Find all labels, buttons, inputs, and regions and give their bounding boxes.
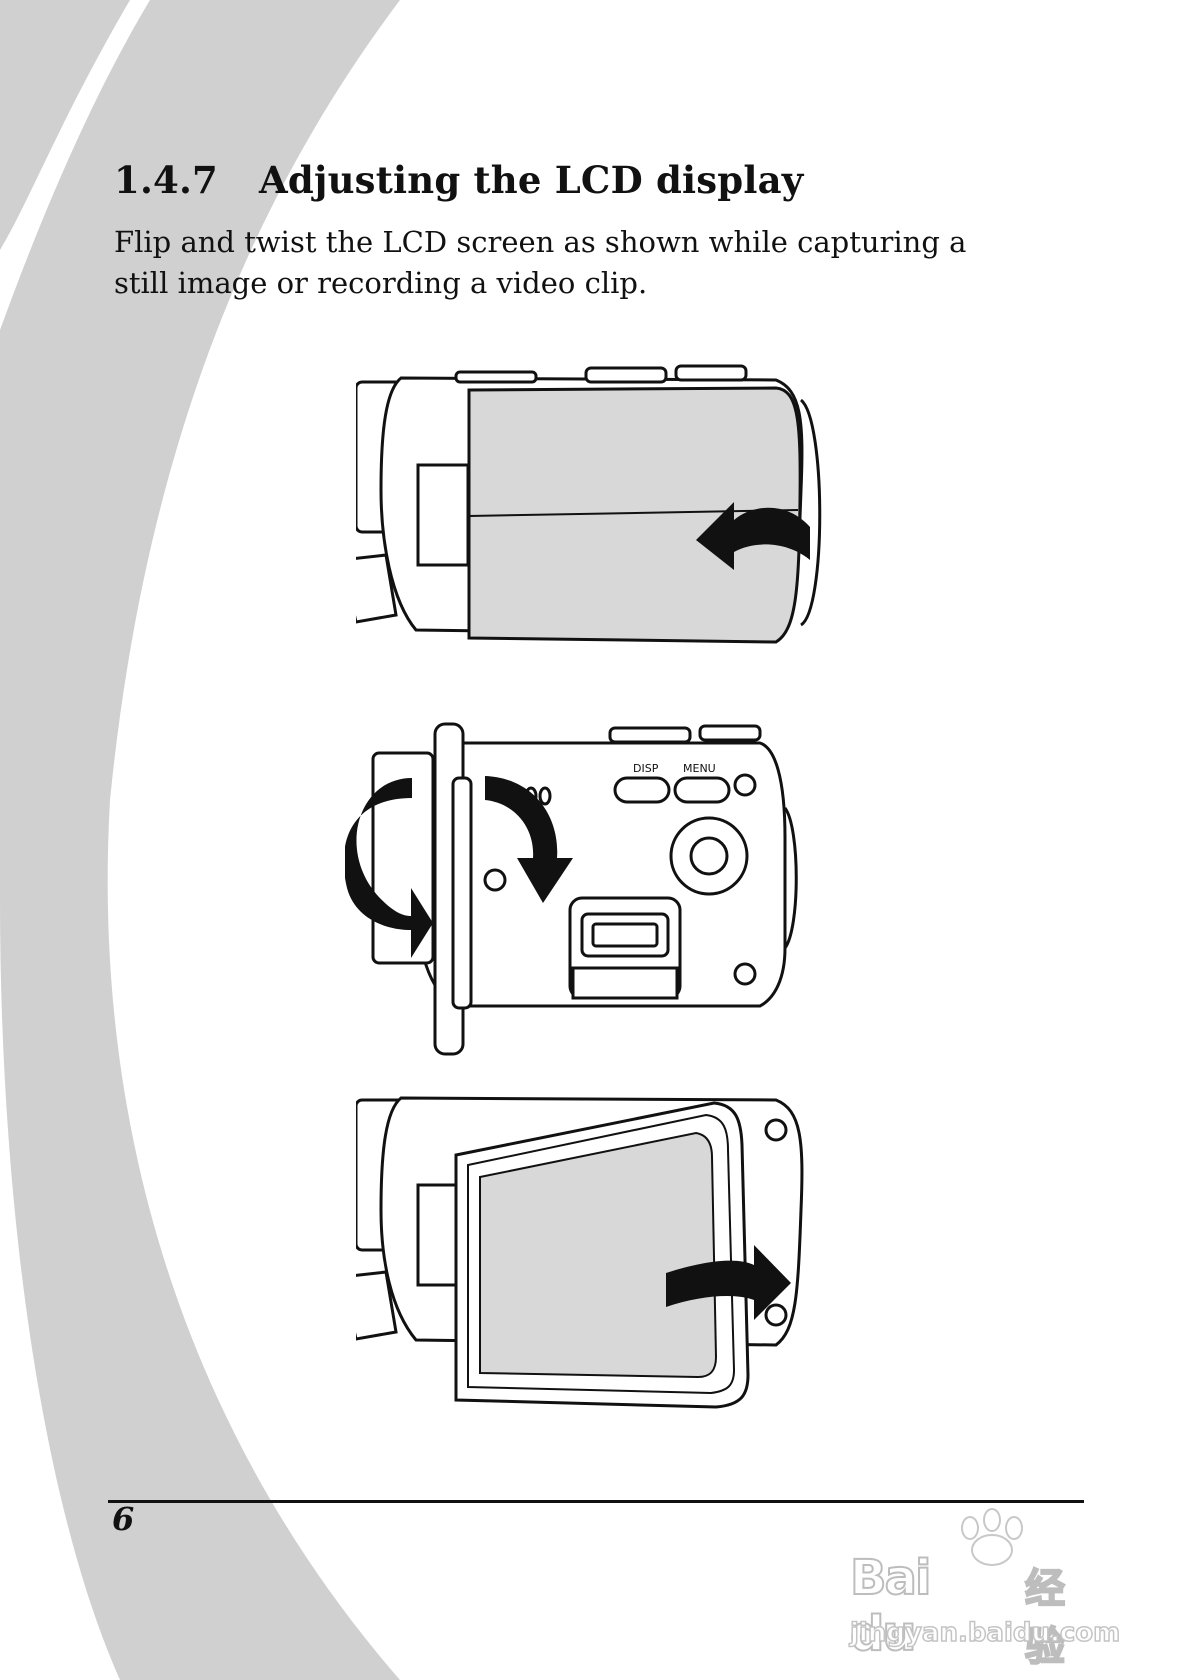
instruction-paragraph: Flip and twist the LCD screen as shown w…	[114, 225, 967, 300]
watermark-brand: Bai du	[849, 1549, 932, 1663]
section-title: Adjusting the LCD display	[259, 158, 804, 202]
paw-logo-icon	[961, 1508, 1023, 1566]
footer-rule	[108, 1500, 1084, 1503]
watermark-chinese: 经验	[1024, 1565, 1066, 1671]
camcorder-lcd-tilt-illustration	[356, 1096, 804, 1409]
page-number: 6	[112, 1500, 135, 1538]
menu-button-label: MENU	[683, 762, 716, 775]
section-number: 1.4.7	[114, 158, 218, 202]
watermark-url: jingyan.baidu.com	[849, 1617, 1121, 1649]
camcorder-lcd-open-illustration	[356, 364, 822, 644]
camcorder-lcd-rotate-illustration: DISP MENU	[345, 722, 798, 1056]
section-heading: 1.4.7 Adjusting the LCD display	[114, 158, 804, 202]
disp-button-label: DISP	[633, 762, 659, 775]
